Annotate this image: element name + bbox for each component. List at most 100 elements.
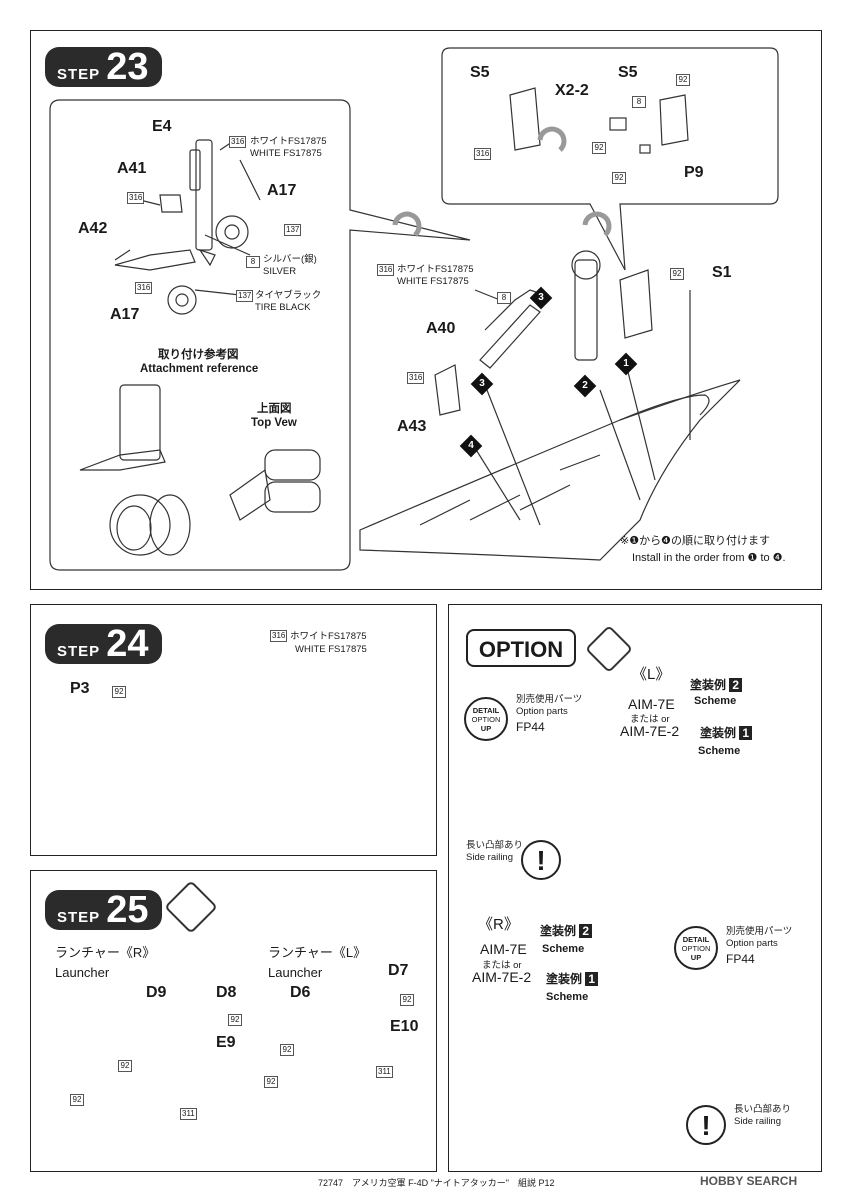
step-number: 25 bbox=[106, 889, 149, 931]
option-title: OPTION bbox=[466, 629, 576, 667]
part-s5-left-label: S5 bbox=[470, 64, 490, 81]
part-d8-label: D8 bbox=[216, 984, 237, 1001]
top-view-en: Top Vew bbox=[251, 417, 297, 429]
paint-white-en: WHITE FS17875 bbox=[397, 276, 469, 287]
step24-badge: STEP 24 bbox=[45, 623, 163, 665]
paint-silver-jp: シルバー(銀) bbox=[263, 254, 317, 265]
paint-code-8: 8 bbox=[632, 96, 646, 108]
part-e10-label: E10 bbox=[390, 1018, 419, 1035]
option-scheme2-en: Scheme bbox=[694, 695, 737, 707]
part-a17-lower-label: A17 bbox=[110, 306, 140, 323]
paint-code-311: 311 bbox=[180, 1108, 197, 1120]
paint-code-316: 316 bbox=[474, 148, 492, 160]
paint-code-316: 316 bbox=[135, 282, 153, 294]
paint-code-316: 316 bbox=[229, 136, 247, 148]
option-aim7e: AIM-7E bbox=[628, 696, 675, 712]
paint-code-316: 316 bbox=[407, 372, 425, 384]
paint-code-92: 92 bbox=[112, 686, 126, 698]
paint-code-92: 92 bbox=[612, 172, 626, 184]
order-bullet-2: 2 bbox=[573, 374, 597, 398]
option-r-parts-en: Option parts bbox=[726, 938, 778, 949]
option-r-scheme1-jp: 塗装例 1 bbox=[546, 972, 599, 986]
side-rail-jp: 長い凸部あり bbox=[466, 840, 524, 851]
launcher-l-en: Launcher bbox=[268, 965, 323, 980]
part-s5-right-label: S5 bbox=[618, 64, 638, 81]
part-a40-label: A40 bbox=[426, 320, 456, 337]
paint-code-92: 92 bbox=[264, 1076, 278, 1088]
option-parts-en: Option parts bbox=[516, 706, 568, 717]
attach-ref-en: Attachment reference bbox=[140, 363, 259, 375]
option-r-aim7e: AIM-7E bbox=[480, 941, 527, 957]
part-e9-label: E9 bbox=[216, 1034, 236, 1051]
step23-badge: STEP 23 bbox=[45, 46, 163, 88]
option-r-scheme1-en: Scheme bbox=[546, 991, 589, 1003]
step25-badge: STEP 25 bbox=[45, 889, 163, 931]
part-a42-label: A42 bbox=[78, 220, 108, 237]
option-r-scheme2-en: Scheme bbox=[542, 943, 585, 955]
paint-code-8: 8 bbox=[246, 256, 260, 268]
order-bullet-4: 4 bbox=[459, 434, 483, 458]
option-r-fp44: FP44 bbox=[726, 952, 755, 966]
side-rail-r-jp: 長い凸部あり bbox=[734, 1104, 792, 1115]
part-d9-label: D9 bbox=[146, 984, 167, 1001]
option-panel bbox=[448, 604, 822, 1172]
option-scheme1-jp: 塗装例 1 bbox=[700, 726, 753, 740]
option-r-mark: 《R》 bbox=[478, 916, 519, 933]
page-footer: 72747 アメリカ空軍 F-4D "ナイトアタッカー" 組説 P12 bbox=[318, 1178, 555, 1188]
paint-white-jp: ホワイトFS17875 bbox=[250, 136, 327, 147]
attach-ref-jp: 取り付け参考図 bbox=[158, 349, 239, 361]
order-bullet-1: 1 bbox=[614, 352, 638, 376]
side-rail-en: Side railing bbox=[466, 852, 513, 863]
part-x22-label: X2-2 bbox=[555, 82, 589, 99]
paint-code-92: 92 bbox=[70, 1094, 84, 1106]
paint-tire-en: TIRE BLACK bbox=[255, 302, 311, 313]
option-r-parts-jp: 別売使用パーツ bbox=[726, 926, 793, 937]
warning-icon: ! bbox=[686, 1105, 726, 1145]
paint-white-en: WHITE FS17875 bbox=[295, 644, 367, 655]
paint-code-316: 316 bbox=[270, 630, 288, 642]
part-e4-label: E4 bbox=[152, 118, 172, 135]
paint-white-jp: ホワイトFS17875 bbox=[290, 631, 367, 642]
option-or: または or bbox=[630, 714, 670, 725]
option-scheme1-en: Scheme bbox=[698, 745, 741, 757]
paint-code-92: 92 bbox=[676, 74, 690, 86]
part-a41-label: A41 bbox=[117, 160, 147, 177]
paint-code-92: 92 bbox=[118, 1060, 132, 1072]
paint-code-92: 92 bbox=[228, 1014, 242, 1026]
step-number: 23 bbox=[106, 46, 149, 88]
launcher-r-en: Launcher bbox=[55, 965, 110, 980]
warning-icon: ! bbox=[521, 840, 561, 880]
paint-code-316: 316 bbox=[127, 192, 145, 204]
install-order-jp: ※❶から❹の順に取り付けます bbox=[620, 535, 770, 547]
paint-code-316: 316 bbox=[377, 264, 395, 276]
paint-silver-en: SILVER bbox=[263, 266, 297, 277]
order-bullet-3: 3 bbox=[529, 286, 553, 310]
paint-code-137: 137 bbox=[284, 224, 302, 236]
option-aim7e2: AIM-7E-2 bbox=[620, 723, 680, 739]
step-number: 24 bbox=[106, 623, 149, 665]
step23-panel bbox=[30, 30, 822, 590]
step-word: STEP bbox=[57, 66, 101, 83]
part-p3-label: P3 bbox=[70, 680, 90, 697]
option-l-mark: 《L》 bbox=[632, 666, 671, 683]
top-view-jp: 上面図 bbox=[257, 403, 292, 415]
paint-tire-jp: タイヤブラック bbox=[255, 290, 322, 301]
paint-code-311: 311 bbox=[376, 1066, 393, 1078]
option-scheme2-jp: 塗装例 2 bbox=[690, 678, 743, 692]
part-p9-label: P9 bbox=[684, 164, 704, 181]
part-d6-label: D6 bbox=[290, 984, 311, 1001]
option-r-or: または or bbox=[482, 960, 522, 971]
part-d7-label: D7 bbox=[388, 962, 409, 979]
paint-white-en: WHITE FS17875 bbox=[250, 148, 322, 159]
launcher-r-jp: ランチャー《R》 bbox=[55, 945, 156, 960]
paint-code-92: 92 bbox=[670, 268, 684, 280]
paint-code-92: 92 bbox=[400, 994, 414, 1006]
paint-code-92: 92 bbox=[280, 1044, 294, 1056]
part-a17-upper-label: A17 bbox=[267, 182, 297, 199]
option-parts-jp: 別売使用パーツ bbox=[516, 694, 583, 705]
part-s1-label: S1 bbox=[712, 264, 732, 281]
paint-code-137: 137 bbox=[236, 290, 254, 302]
step-word: STEP bbox=[57, 909, 101, 926]
